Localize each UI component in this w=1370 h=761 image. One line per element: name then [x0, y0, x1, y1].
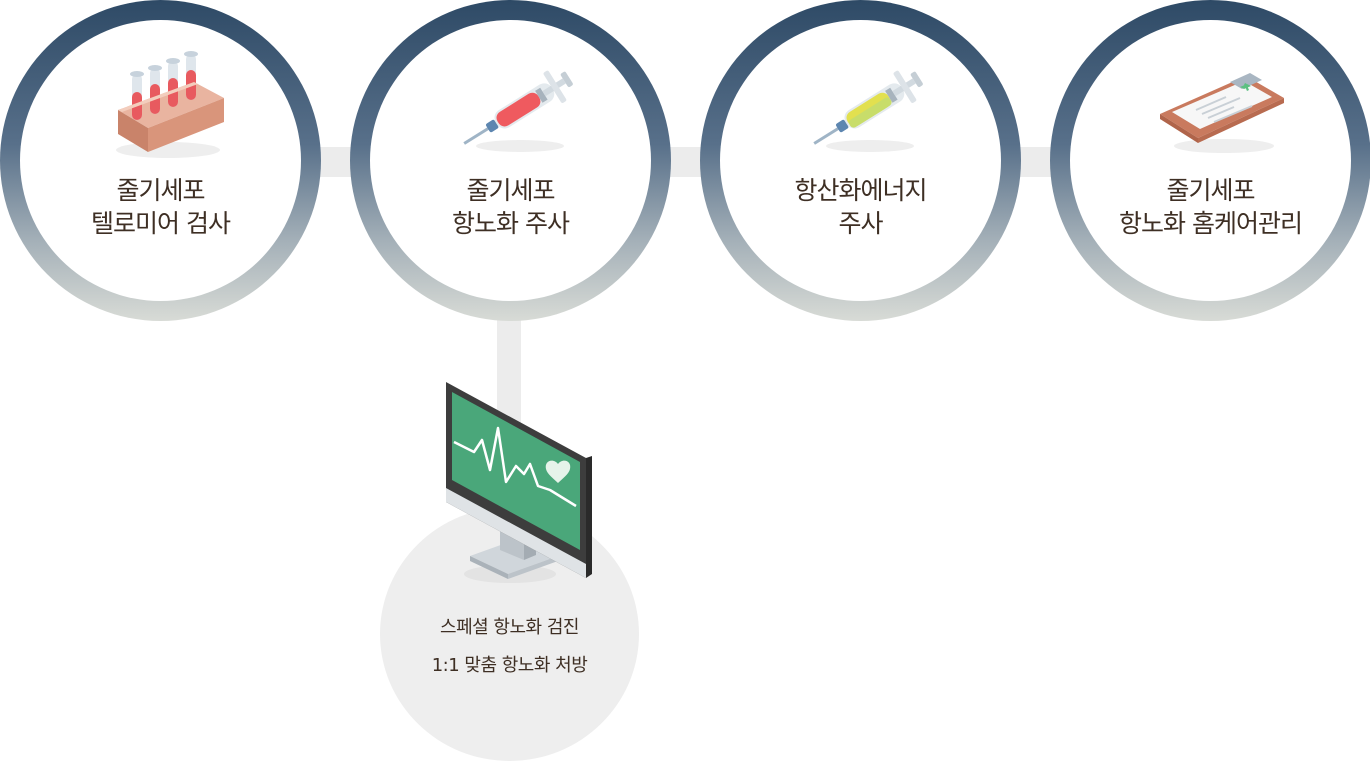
step-label-line1: 줄기세포	[1166, 176, 1255, 205]
step-stem-cell-anti-aging-injection: 줄기세포 항노화 주사	[350, 0, 671, 321]
step-label-line1: 줄기세포	[466, 176, 555, 205]
step-label-line1: 줄기세포	[116, 176, 205, 205]
heart-monitor-icon	[446, 382, 592, 583]
sub-step-label: 스페셜 항노화 검진 1:1 맞춤 항노화 처방	[380, 609, 639, 685]
step-anti-aging-home-care: 줄기세포 항노화 홈케어관리	[1050, 0, 1370, 321]
step-inner: 줄기세포 항노화 홈케어관리	[1070, 20, 1351, 301]
test-tubes-icon	[116, 51, 224, 158]
sub-step-special-checkup: 스페셜 항노화 검진 1:1 맞춤 항노화 처방	[380, 507, 639, 761]
yellow-syringe-icon	[813, 70, 923, 152]
red-syringe-icon	[463, 70, 573, 152]
step-label-line2: 주사	[838, 209, 883, 238]
step-inner: 줄기세포 텔로미어 검사	[20, 20, 301, 301]
step-label-line2: 항노화 주사	[452, 209, 570, 238]
step-stem-cell-telomere-test: 줄기세포 텔로미어 검사	[0, 0, 321, 321]
step-label: 줄기세포 항노화 주사	[370, 174, 651, 240]
step-antioxidant-energy-injection: 항산화에너지 주사	[700, 0, 1021, 321]
step-label: 줄기세포 항노화 홈케어관리	[1070, 174, 1351, 240]
step-inner: 항산화에너지 주사	[720, 20, 1001, 301]
sub-step-label-line2: 1:1 맞춤 항노화 처방	[431, 655, 588, 676]
step-label-line1: 항산화에너지	[794, 176, 927, 205]
clipboard-icon	[1160, 73, 1284, 153]
step-label-line2: 텔로미어 검사	[91, 209, 231, 238]
step-label: 항산화에너지 주사	[720, 174, 1001, 240]
step-label-line2: 항노화 홈케어관리	[1119, 209, 1303, 238]
step-inner: 줄기세포 항노화 주사	[370, 20, 651, 301]
sub-step-label-line1: 스페셜 항노화 검진	[440, 617, 579, 638]
step-label: 줄기세포 텔로미어 검사	[20, 174, 301, 240]
